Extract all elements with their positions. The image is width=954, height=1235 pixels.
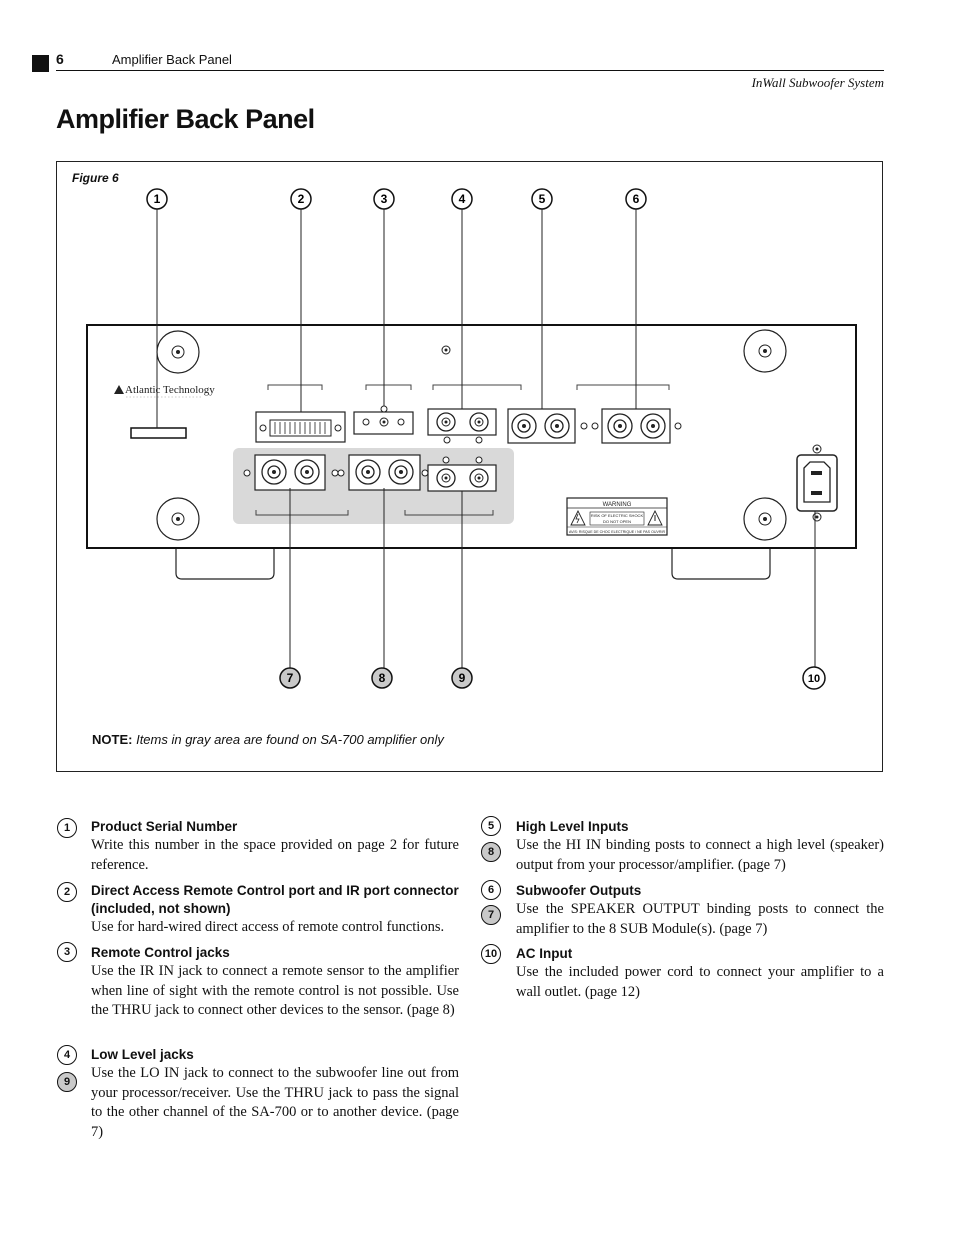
running-title: Amplifier Back Panel — [112, 52, 232, 67]
bracket-lines — [255, 384, 670, 516]
sa700-high-level-inputs — [337, 454, 429, 491]
header-rule — [56, 70, 884, 71]
item-6-number: 6 — [481, 880, 501, 900]
callout-9: 9 — [451, 667, 473, 689]
item-9-number: 9 — [57, 1072, 77, 1092]
item-4-number: 4 — [57, 1045, 77, 1065]
corner-screws — [156, 329, 787, 541]
item-title: High Level Inputs — [516, 819, 629, 834]
left-foot — [175, 547, 275, 580]
remote-control-jacks — [353, 405, 414, 435]
figure-label: Figure 6 — [72, 171, 119, 185]
low-level-jacks — [427, 408, 497, 444]
item-description: Use the IR IN jack to connect a remote s… — [91, 963, 459, 1018]
center-screw — [441, 345, 451, 355]
callout-7: 7 — [279, 667, 301, 689]
amplifier-back-panel-diagram: Atlantic Technology — [86, 188, 857, 690]
svg-text:5: 5 — [539, 192, 546, 206]
svg-text:8: 8 — [379, 671, 386, 685]
svg-text:3: 3 — [381, 192, 388, 206]
svg-text:9: 9 — [459, 671, 466, 685]
item-product-serial-number: Product Serial Number Write this number … — [91, 818, 459, 875]
svg-text:1: 1 — [154, 192, 161, 206]
item-low-level-jacks: Low Level jacks Use the LO IN jack to co… — [91, 1046, 459, 1142]
note-text: Items in gray area are found on SA-700 a… — [136, 732, 444, 747]
item-title: Product Serial Number — [91, 819, 238, 834]
item-description: Use the LO IN jack to connect to the sub… — [91, 1065, 459, 1140]
subwoofer-outputs — [591, 408, 682, 444]
item-2-number: 2 — [57, 882, 77, 902]
book-title: InWall Subwoofer System — [751, 75, 884, 90]
item-description: Use the SPEAKER OUTPUT binding posts to … — [516, 901, 884, 937]
item-8-number: 8 — [481, 842, 501, 862]
svg-text:2: 2 — [298, 192, 305, 206]
note-label: NOTE: — [92, 732, 133, 747]
page-marker-square — [32, 55, 49, 72]
item-description: Use for hard-wired direct access of remo… — [91, 919, 445, 935]
warning-label: WARNING RISK OF ELECTRIC SHOCK DO NOT OP… — [566, 497, 668, 536]
figure-frame — [56, 161, 883, 772]
warning-line-1: RISK OF ELECTRIC SHOCK — [591, 513, 644, 518]
item-description: Write this number in the space provided … — [91, 837, 459, 873]
svg-text:10: 10 — [808, 673, 820, 685]
warning-heading: WARNING — [603, 502, 632, 508]
sa700-subwoofer-outputs — [243, 454, 339, 491]
callout-10: 10 — [802, 666, 826, 690]
svg-text:4: 4 — [459, 192, 466, 206]
item-title: Low Level jacks — [91, 1047, 194, 1062]
item-5-number: 5 — [481, 816, 501, 836]
direct-access-port — [255, 411, 346, 443]
item-remote-control-jacks: Remote Control jacks Use the IR IN jack … — [91, 944, 459, 1021]
item-7-number: 7 — [481, 905, 501, 925]
callout-1: 1 — [146, 188, 168, 210]
caution-icon — [647, 509, 663, 526]
svg-text:7: 7 — [287, 671, 294, 685]
item-3-number: 3 — [57, 942, 77, 962]
atlantic-technology-logo: Atlantic Technology — [114, 384, 215, 398]
item-high-level-inputs: High Level Inputs Use the HI IN binding … — [516, 818, 884, 875]
item-10-number: 10 — [481, 944, 501, 964]
warning-line-2: DO NOT OPEN — [603, 519, 631, 524]
callout-3: 3 — [373, 188, 395, 210]
item-title: Subwoofer Outputs — [516, 883, 642, 898]
callout-8: 8 — [371, 667, 393, 689]
serial-number-label — [130, 427, 187, 439]
item-1-number: 1 — [57, 818, 77, 838]
item-subwoofer-outputs: Subwoofer Outputs Use the SPEAKER OUTPUT… — [516, 882, 884, 939]
callout-leader-lines — [156, 208, 816, 668]
page-number: 6 — [56, 51, 64, 67]
callout-5: 5 — [531, 188, 553, 210]
high-level-inputs — [507, 408, 588, 444]
callout-4: 4 — [451, 188, 473, 210]
right-foot — [671, 547, 771, 580]
item-title: Direct Access Remote Control port and IR… — [91, 883, 459, 916]
callout-6: 6 — [625, 188, 647, 210]
callout-2: 2 — [290, 188, 312, 210]
item-description: Use the HI IN binding posts to connect a… — [516, 837, 884, 873]
figure-note: NOTE: Items in gray area are found on SA… — [92, 732, 444, 747]
warning-line-3: AVIS: RISQUE DE CHOC ELECTRIQUE / NE PAS… — [569, 530, 666, 534]
svg-text:6: 6 — [633, 192, 640, 206]
item-ac-input: AC Input Use the included power cord to … — [516, 945, 884, 1002]
page-title: Amplifier Back Panel — [56, 104, 315, 134]
electric-shock-icon — [570, 509, 586, 526]
ac-input-socket — [796, 444, 838, 522]
item-direct-access-remote: Direct Access Remote Control port and IR… — [91, 882, 459, 938]
item-title: Remote Control jacks — [91, 945, 230, 960]
item-description: Use the included power cord to connect y… — [516, 964, 884, 1000]
brand-name: Atlantic Technology — [125, 384, 215, 396]
item-title: AC Input — [516, 946, 573, 961]
